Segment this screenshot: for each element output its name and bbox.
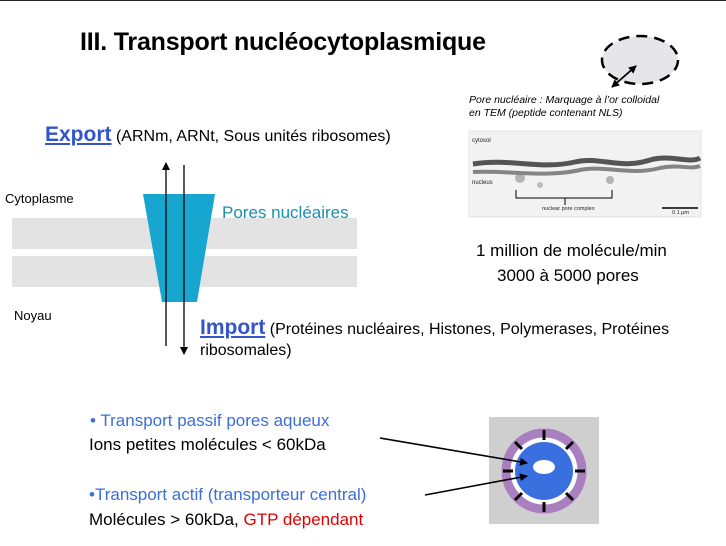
active-pointer-arrow [424,473,528,496]
micrograph-cytosol-label: cytosol [472,138,491,144]
caption-line-1: Pore nucléaire : Marquage à l’or colloid… [469,94,660,106]
import-heading: Import (Protéines nucléaires, Histones, … [200,317,680,361]
caption-line-2: en TEM (peptide contenant NLS) [469,107,623,119]
import-keyword: Import [200,316,266,339]
throughput-stat: 1 million de molécule/min [476,241,667,260]
pores-label: Pores nucléaires [222,203,349,222]
import-detail: (Protéines nucléaires, Histones, Polymer… [200,321,670,359]
active-transport-detail: Molécules > 60kDa, GTP dépendant [89,510,363,530]
micrograph-caption: Pore nucléaire : Marquage à l’or colloid… [469,94,709,120]
top-border [0,0,726,1]
dashed-pore-icon [600,34,680,88]
nuclear-pore-shape [143,194,215,302]
gtp-dependent-text: GTP dépendant [243,510,364,529]
micrograph-npc-label: nuclear pore complex [542,206,595,212]
micrograph-nucleus-label: nucleus [472,180,493,186]
tem-micrograph [468,130,702,218]
export-keyword: Export [45,123,112,146]
export-detail: (ARNm, ARNt, Sous unités ribosomes) [115,128,391,145]
passive-transport-title: • Transport passif pores aqueux [90,411,330,430]
page-title: III. Transport nucléocytoplasmique [80,28,486,56]
micrograph-scale-label: 0.1 µm [672,210,689,216]
active-detail-text: Molécules > 60kDa, [89,510,244,529]
cytoplasm-label: Cytoplasme [5,191,74,206]
passive-transport-detail: Ions petites molécules < 60kDa [89,435,326,454]
active-transport-title: •Transport actif (transporteur central) [89,485,367,504]
pore-count-stat: 3000 à 5000 pores [497,266,639,285]
pore-cross-section-icon [489,417,599,524]
nucleus-label: Noyau [14,308,52,323]
export-heading: Export (ARNm, ARNt, Sous unités ribosome… [45,123,391,147]
passive-pointer-arrow [379,437,528,466]
